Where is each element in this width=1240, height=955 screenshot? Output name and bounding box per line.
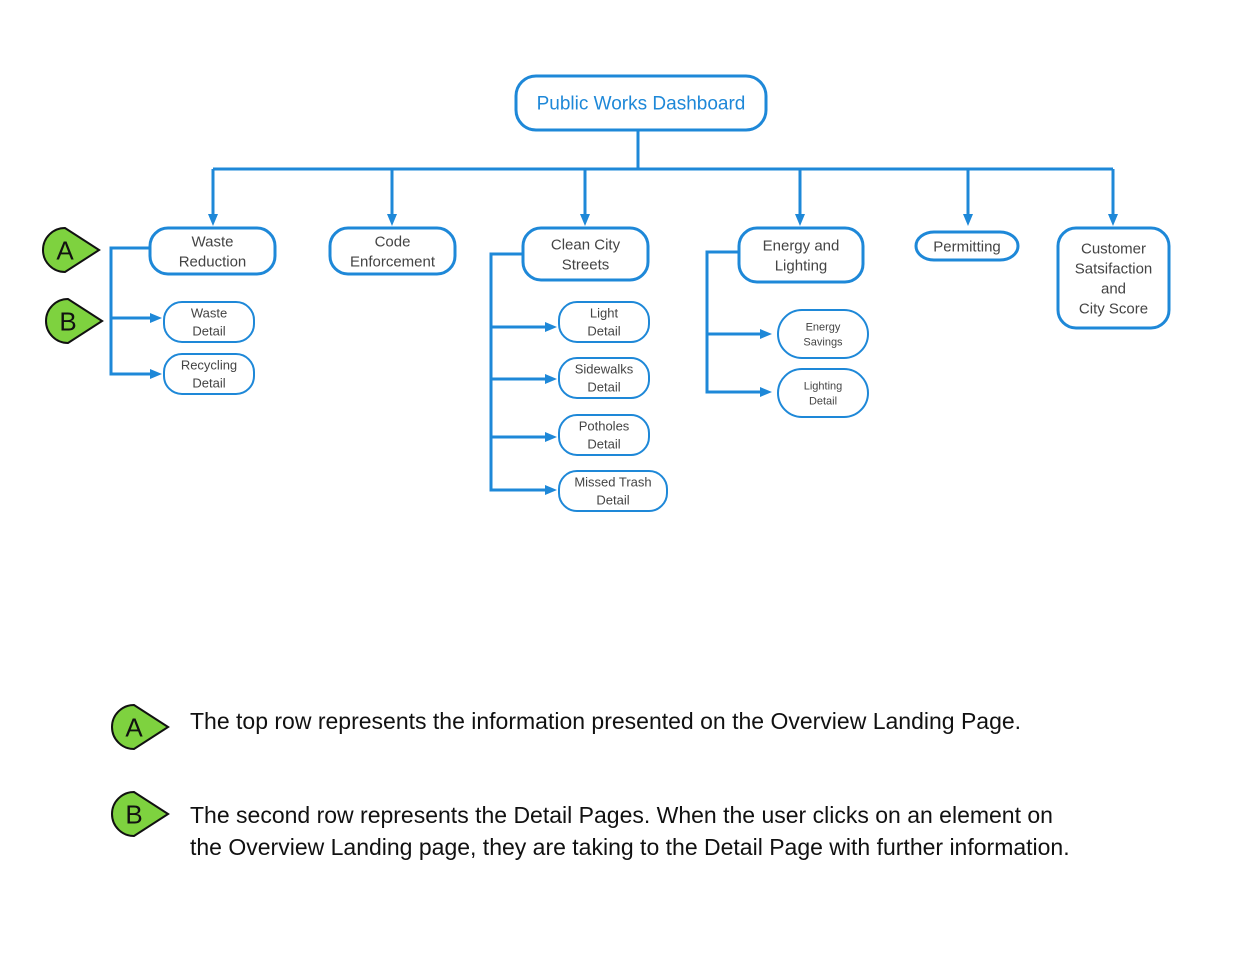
detail-node-energy-7-label: Savings [803,336,843,348]
detail-node-clean-5-label: Potholes [579,419,630,434]
legend-b-text: The second row represents the Detail Pag… [190,802,1070,860]
top-node-waste-label: Waste [192,233,234,250]
top-node-clean-label: Clean City [551,236,621,253]
detail-node-energy-8-label: Detail [809,395,837,407]
top-node-customer-box [1056,226,1171,330]
top-node-code-box [328,226,457,276]
badge-b-diagram: B [45,297,104,345]
root-node-public-works-dashboard[interactable]: Public Works Dashboard [514,74,768,132]
top-node-clean-label: Streets [562,256,610,273]
arrowhead [150,369,162,379]
detail-node-waste-1-label: Waste [191,306,227,321]
detail-node-clean-6-label: Detail [596,493,629,508]
top-node-permitting-box [914,230,1020,262]
arrowhead [760,329,772,339]
root-node-public-works-dashboard-box [514,74,768,132]
top-node-customer-label: and [1101,280,1126,297]
detail-node-clean-4-label: Detail [587,380,620,395]
top-node-customer-label: Satsifaction [1075,260,1153,277]
detail-node-energy-8-label: Lighting [804,380,843,392]
arrowhead [963,214,973,226]
badge-b-legend-letter: B [125,799,142,829]
detail-node-waste-2-label: Recycling [181,358,237,373]
arrowhead [760,387,772,397]
arrowhead [545,374,557,384]
connectors [109,131,1115,492]
top-node-code-label: Enforcement [350,253,436,270]
detail-node-clean-5-box [558,414,650,456]
arrowhead [1108,214,1118,226]
badge-b-legend-shape [111,790,170,838]
top-node-clean-box [521,226,650,282]
detail-node-waste-1-box [163,301,255,343]
detail-node-energy-7-label: Energy [806,321,841,333]
badge-a-legend: A [111,703,170,751]
legend-a-text: The top row represents the information p… [190,708,1022,734]
detail-node-waste-1-label: Detail [192,324,225,339]
detail-node-energy-7-box [777,309,869,359]
badge-b-diagram-letter: B [59,306,76,336]
badge-a-diagram-letter: A [56,235,74,265]
detail-node-clean-3-box [558,301,650,343]
top-node-waste-label: Reduction [179,253,247,270]
top-node-customer-label: City Score [1079,300,1148,317]
arrowhead [545,322,557,332]
detail-node-waste-2-label: Detail [192,376,225,391]
top-node-energy-label: Lighting [775,257,828,274]
connector-line [489,252,549,492]
detail-node-waste-2-box [163,353,255,395]
badge-a-diagram-shape [42,226,101,274]
top-node-permitting[interactable]: Permitting [914,230,1020,262]
detail-node-clean-4-box [558,357,650,399]
detail-node-clean-3-label: Light [590,306,619,321]
detail-node-energy-8-box [777,368,869,418]
detail-node-clean-5-label: Detail [587,437,620,452]
arrowhead [387,214,397,226]
top-node-code-label: Code [375,233,411,250]
detail-node-clean-3-label: Detail [587,324,620,339]
top-node-customer-label: Customer [1081,240,1146,257]
connector-line [705,250,765,394]
top-node-energy-box [737,226,865,284]
arrowhead [150,313,162,323]
arrowhead [208,214,218,226]
arrowhead [545,432,557,442]
arrowheads [150,214,1118,495]
detail-node-clean-4-label: Sidewalks [575,362,634,377]
badge-a-legend-shape [111,703,170,751]
badge-a-legend-letter: A [125,712,143,742]
badge-a-diagram: A [42,226,101,274]
detail-node-clean-6-label: Missed Trash [574,475,651,490]
top-node-energy-label: Energy and [763,237,840,254]
top-node-waste-box [148,226,277,276]
root-node-public-works-dashboard-label: Public Works Dashboard [537,94,746,115]
badge-b-legend: B [111,790,170,838]
arrowhead [580,214,590,226]
arrowhead [545,485,557,495]
arrowhead [795,214,805,226]
badge-b-diagram-shape [45,297,104,345]
detail-node-clean-6-box [558,470,668,512]
top-node-permitting-label: Permitting [933,238,1001,255]
connector-line [109,246,156,376]
